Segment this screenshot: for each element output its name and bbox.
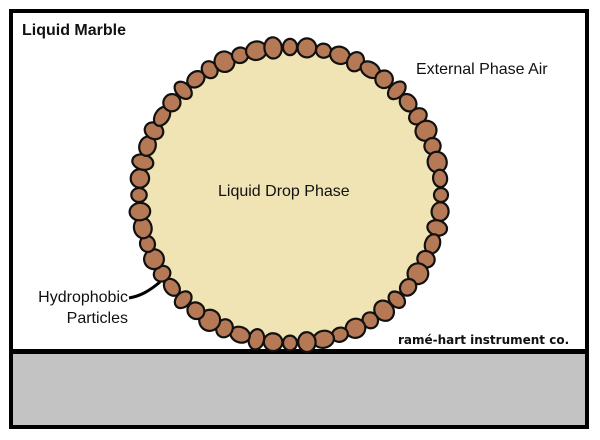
particles-label-line1: Hydrophobic <box>38 289 128 306</box>
hydrophobic-particle <box>431 168 449 189</box>
hydrophobic-particle <box>262 332 284 353</box>
drop-phase-label: Liquid Drop Phase <box>218 183 350 200</box>
hydrophobic-particle <box>296 37 318 59</box>
hydrophobic-particle <box>129 168 151 189</box>
hydrophobic-particle <box>128 201 152 222</box>
particles-pointer-line <box>128 280 161 300</box>
hydrophobic-particle <box>374 69 394 90</box>
diagram-title: Liquid Marble <box>22 22 126 39</box>
hydrophobic-particle <box>130 186 148 204</box>
hydrophobic-particle-shell <box>128 36 450 354</box>
hydrophobic-particle <box>281 37 299 57</box>
hydrophobic-particle <box>186 301 206 321</box>
credit-label: ramé-hart instrument co. <box>398 333 570 347</box>
hydrophobic-particle <box>263 36 283 60</box>
hydrophobic-particle <box>297 331 317 354</box>
hydrophobic-particle <box>398 277 418 297</box>
hydrophobic-particle <box>162 92 182 113</box>
particles-label: Hydrophobic Particles <box>20 287 128 329</box>
liquid-drop <box>139 47 441 343</box>
substrate-surface <box>9 350 589 429</box>
hydrophobic-particle <box>281 334 299 352</box>
hydrophobic-particle <box>432 186 450 204</box>
particles-label-line2: Particles <box>66 310 128 327</box>
external-phase-label: External Phase Air <box>416 61 548 78</box>
hydrophobic-particle <box>430 201 450 222</box>
